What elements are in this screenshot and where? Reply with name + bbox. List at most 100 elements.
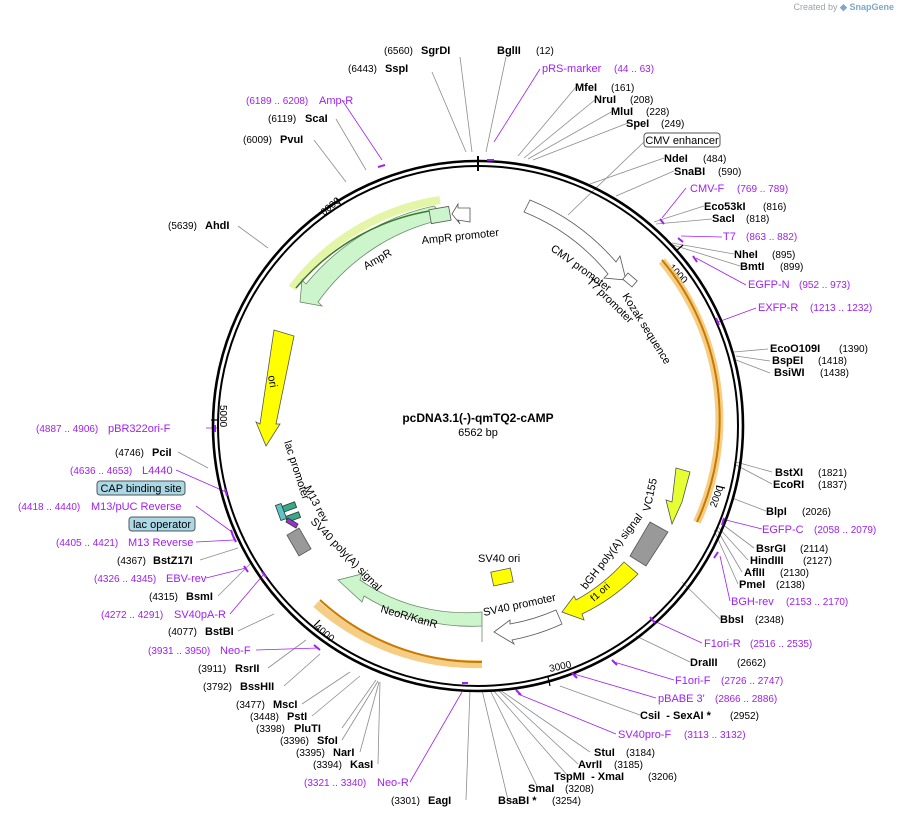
cmv-enhancer-label: CMV enhancer	[645, 135, 719, 147]
enzyme-pluti: PluTI	[294, 723, 321, 735]
enzyme-sspi: SspI	[385, 63, 408, 75]
enzyme-bmti-pos: (899)	[780, 262, 803, 273]
primer-f1ori-r: F1ori-R	[704, 638, 741, 650]
enzyme-scai: ScaI	[305, 113, 328, 125]
enzyme-bbsi-pos: (2348)	[755, 615, 784, 626]
enzyme-psti: PstI	[287, 711, 307, 723]
enzyme-bstbi: BstBI	[205, 626, 234, 638]
enzyme-nhei: NheI	[734, 249, 758, 261]
enzyme-ndei-pos: (484)	[703, 154, 726, 165]
label-vc155: VC155	[641, 477, 660, 512]
enzyme-sgrdi-pos: (6560)	[384, 46, 413, 57]
enzyme-draiii: DraIII	[690, 657, 718, 669]
credit-brand: SnapGene	[849, 2, 894, 12]
enzyme-mfei: MfeI	[575, 82, 597, 94]
kozak-mark	[622, 272, 638, 288]
enzyme-bsabi-pos: (3254)	[552, 796, 581, 807]
enzyme-saci: SacI	[712, 213, 735, 225]
enzyme-ecori: EcoRI	[773, 479, 804, 491]
primer-exfp-r: EXFP-R	[758, 302, 798, 314]
enzyme-nari: NarI	[333, 747, 354, 759]
label-ampr-promoter: AmpR promoter	[421, 227, 500, 247]
enzyme-labels: (6560) SgrDI BglII (12) (6443) SspI MfeI…	[115, 45, 868, 807]
enzyme-eagi: EagI	[428, 795, 451, 807]
enzyme-stui: StuI	[594, 747, 615, 759]
enzyme-bsshii: BssHII	[240, 681, 274, 693]
enzyme-stui-pos: (3184)	[626, 748, 655, 759]
primer-sv40pro-f: SV40pro-F	[618, 729, 671, 741]
primer-cmv-f: CMV-F	[690, 183, 725, 195]
primer-marks	[214, 159, 725, 696]
enzyme-smai: SmaI	[528, 783, 554, 795]
enzyme-mlui-pos: (228)	[646, 107, 669, 118]
enzyme-kasi: KasI	[350, 759, 373, 771]
enzyme-scai-pos: (6119)	[268, 114, 296, 125]
enzyme-nari-pos: (3395)	[296, 748, 325, 759]
primer-neo-f-range: (3931 .. 3950)	[148, 646, 210, 657]
primer-amp-r: Amp-R	[319, 95, 353, 107]
enzyme-tspmi-xmai-pos: (3206)	[648, 772, 677, 783]
primer-labels: pRS-marker (44 .. 63) (6189 .. 6208) Amp…	[18, 63, 876, 789]
enzyme-bglii-pos: (12)	[536, 46, 554, 57]
vc155-arrow	[665, 467, 691, 526]
primer-l4440: L4440	[142, 465, 173, 477]
enzyme-pmei: PmeI	[739, 579, 765, 591]
primer-amp-r-range: (6189 .. 6208)	[246, 96, 308, 107]
enzyme-bsabi: BsaBI *	[498, 795, 537, 807]
enzyme-msci: MscI	[273, 699, 297, 711]
tick-5000: 5000	[217, 405, 228, 428]
enzyme-hindiii-pos: (2127)	[803, 556, 832, 567]
enzyme-avrii: AvrII	[578, 759, 602, 771]
enzyme-sfoi: SfoI	[317, 735, 338, 747]
enzyme-ahdi-pos: (5639)	[168, 221, 197, 232]
enzyme-bmti: BmtI	[740, 261, 764, 273]
enzyme-saci-pos: (818)	[746, 214, 769, 225]
ampr-promoter-cluster	[428, 205, 452, 225]
enzyme-bspei-pos: (1418)	[818, 356, 847, 367]
enzyme-pcii: PciI	[152, 447, 172, 459]
label-sv40-ori: SV40 ori	[478, 553, 520, 565]
primer-sv40pro-f-range: (3113 .. 3132)	[684, 730, 746, 741]
primer-prs-marker-range: (44 .. 63)	[614, 64, 654, 75]
primer-prs-marker: pRS-marker	[542, 63, 602, 75]
primer-bgh-rev-range: (2153 .. 2170)	[786, 597, 848, 608]
neo-orf	[319, 599, 483, 664]
sv40-ori-box	[490, 567, 514, 587]
enzyme-pcii-pos: (4746)	[115, 448, 144, 459]
label-ori: ori	[265, 374, 279, 388]
primer-f1ori-r-range: (2516 .. 2535)	[750, 639, 812, 650]
enzyme-bsiwi: BsiWI	[774, 367, 805, 379]
enzyme-bstz17i-pos: (4367)	[117, 556, 146, 567]
primer-pbabe3: pBABE 3'	[658, 693, 705, 705]
enzyme-bbsi: BbsI	[720, 614, 744, 626]
enzyme-kasi-pos: (3394)	[313, 760, 342, 771]
primer-sv40pa-r-range: (4272 .. 4291)	[101, 610, 163, 621]
enzyme-mlui: MluI	[611, 106, 633, 118]
enzyme-spei: SpeI	[626, 118, 649, 130]
enzyme-bstz17i: BstZ17I	[153, 555, 193, 567]
enzyme-bstxi-pos: (1821)	[818, 468, 847, 479]
orf-highlight-neo	[313, 601, 483, 669]
primer-f1ori-f-range: (2726 .. 2747)	[721, 676, 783, 687]
cmv-promoter-arrow	[523, 199, 627, 281]
enzyme-hindiii: HindIII	[750, 555, 784, 567]
primer-pbabe3-range: (2866 .. 2886)	[715, 694, 777, 705]
cap-site-box	[274, 502, 288, 522]
primer-neo-f: Neo-F	[220, 645, 251, 657]
enzyme-bsrgi-pos: (2114)	[800, 544, 828, 555]
primer-f1ori-f: F1ori-F	[675, 675, 711, 687]
enzyme-psti-pos: (3448)	[250, 712, 279, 723]
f1ori-arrow	[561, 561, 639, 621]
primer-exfp-r-range: (1213 .. 1232)	[810, 303, 872, 314]
vc155-orf	[661, 259, 721, 523]
enzyme-snabi-pos: (590)	[718, 167, 741, 178]
primer-ebv-rev-range: (4326 .. 4345)	[94, 574, 156, 585]
primer-egfp-c: EGFP-C	[762, 524, 804, 536]
plasmid-name: pcDNA3.1(-)-qmTQ2-cAMP	[402, 411, 553, 425]
enzyme-sgrdi: SgrDI	[421, 45, 450, 57]
enzyme-bglii: BglII	[497, 45, 521, 57]
enzyme-nrui: NruI	[594, 94, 616, 106]
snapgene-logo-icon: ◆	[840, 2, 847, 12]
primer-t7-range: (863 .. 882)	[746, 232, 797, 243]
